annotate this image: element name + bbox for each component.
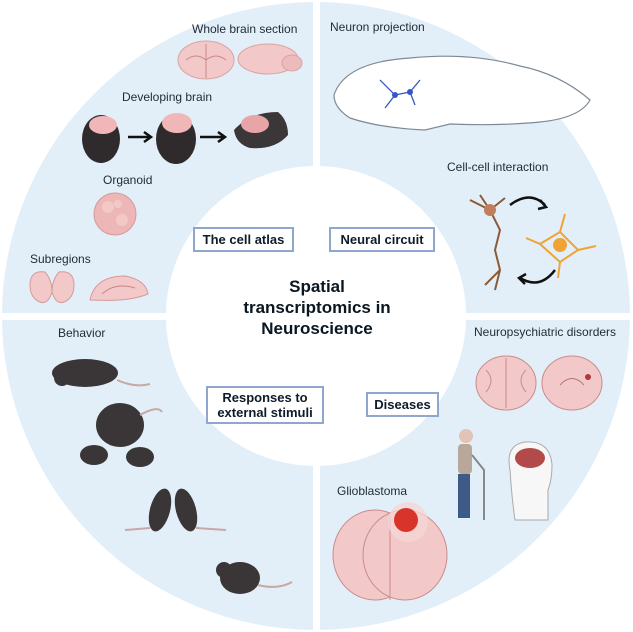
category-box-cell-atlas: The cell atlas (193, 227, 294, 252)
neuropsychiatric-brains-illustration (475, 355, 603, 411)
developing-brain-illustration (82, 112, 288, 164)
item-label-behavior: Behavior (58, 326, 106, 340)
category-box-neural-circuit: Neural circuit (329, 227, 435, 252)
item-label-whole-brain-section: Whole brain section (192, 22, 298, 36)
glioblastoma-brain-illustration (332, 502, 448, 601)
category-line-2: external stimuli (217, 405, 313, 420)
neuron-projection-brain-illustration (333, 55, 591, 131)
center-title-line-1: Spatial (289, 277, 345, 296)
center-title-line-2: transcriptomics in (243, 298, 391, 317)
organoid-illustration (93, 192, 137, 236)
whole-brain-section-illustration (177, 40, 303, 80)
center-title-line-3: Neuroscience (261, 319, 373, 338)
category-line-1: Responses to (222, 390, 308, 405)
behavior-mice-illustration (52, 359, 293, 594)
item-label-neuropsychiatric-disorders: Neuropsychiatric disorders (474, 325, 617, 339)
item-label-subregions: Subregions (30, 252, 91, 266)
item-label-cell-cell-interaction: Cell-cell interaction (447, 160, 549, 174)
item-label-organoid: Organoid (103, 173, 153, 187)
category-box-responses-to-external-stimuli: Responses to external stimuli (206, 386, 324, 424)
item-label-glioblastoma: Glioblastoma (337, 484, 408, 498)
item-label-neuron-projection: Neuron projection (330, 20, 425, 34)
item-label-developing-brain: Developing brain (122, 90, 213, 104)
cell-cell-interaction-illustration (469, 194, 597, 291)
subregions-illustration (29, 271, 149, 303)
category-box-diseases: Diseases (366, 392, 439, 417)
patient-figures-illustration (458, 429, 553, 521)
center-title: Spatial transcriptomics in Neuroscience (222, 276, 412, 339)
